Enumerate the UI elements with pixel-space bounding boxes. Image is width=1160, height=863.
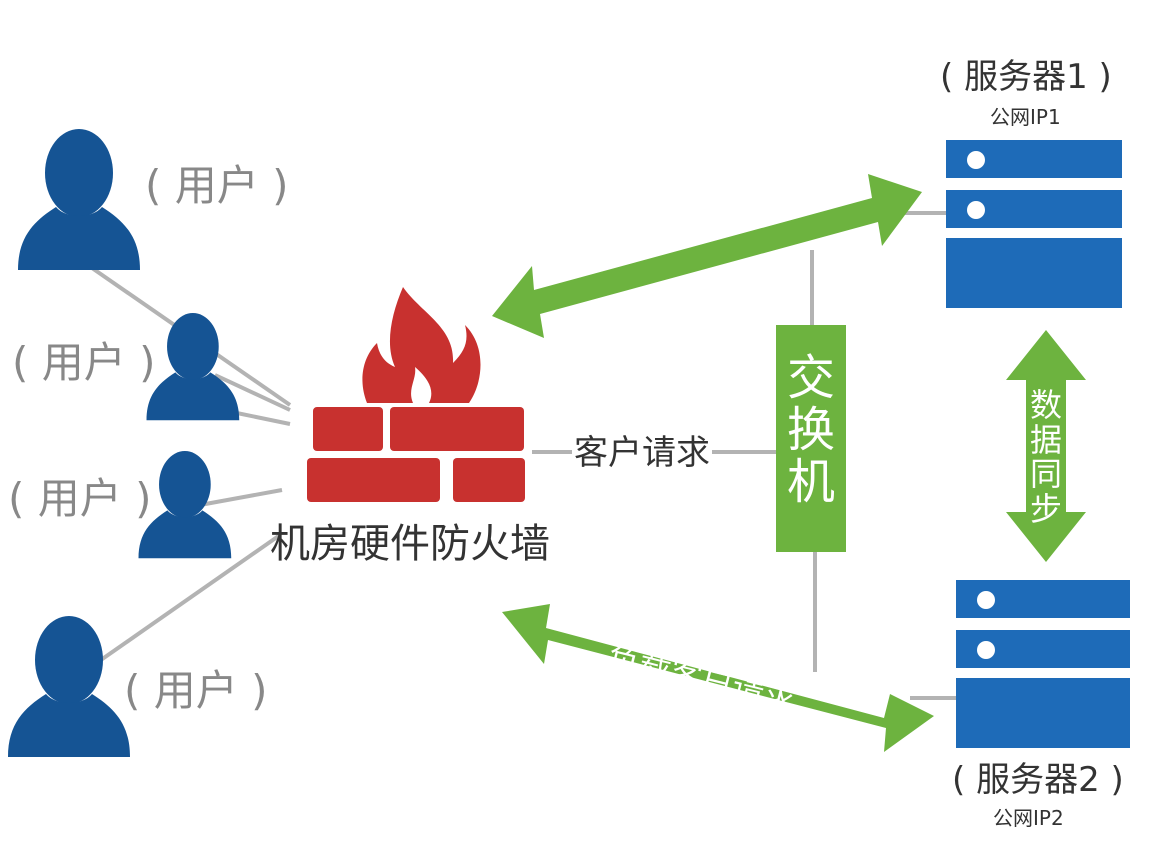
switch-label: 交换机	[786, 350, 835, 510]
server-icon	[946, 140, 1122, 308]
server-ip-label: 公网IP2	[993, 806, 1064, 830]
client-request-label: 客户请求	[572, 433, 712, 473]
server-icon	[956, 580, 1130, 748]
user-label: ( 用户 )	[12, 338, 156, 387]
user-icon	[8, 616, 130, 757]
firewall-label: 机房硬件防火墙	[270, 521, 550, 567]
server-label: ( 服务器1 )	[940, 57, 1112, 97]
sync-label: 数据同步	[1029, 386, 1062, 528]
user3-link	[199, 488, 283, 507]
load-arrow-lower	[502, 604, 934, 752]
user-label: ( 用户 )	[145, 161, 289, 210]
user-icon	[146, 313, 240, 421]
server-ip-label: 公网IP1	[990, 105, 1061, 129]
user2-link-b	[231, 410, 291, 426]
user4-link	[96, 533, 282, 664]
server-label: ( 服务器2 )	[952, 760, 1124, 800]
firewall-icon	[307, 287, 525, 502]
user-icon	[18, 129, 140, 270]
user-label: ( 用户 )	[8, 474, 152, 523]
user-icon	[138, 451, 232, 559]
load-arrow-upper	[492, 174, 922, 338]
sync-arrow	[1006, 330, 1086, 562]
user-label: ( 用户 )	[124, 666, 268, 715]
user2-link-a	[214, 373, 291, 412]
switch-box: 交换机	[776, 325, 846, 552]
